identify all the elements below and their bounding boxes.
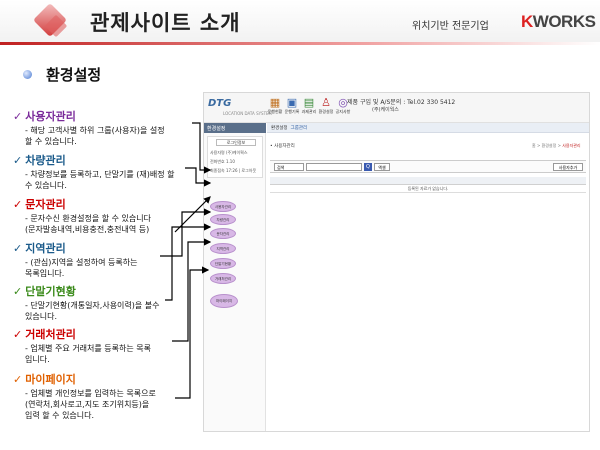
menu-my-page[interactable]: 마이페이지: [210, 294, 238, 308]
toolbar-task[interactable]: ▤과제관리: [301, 96, 317, 114]
dtg-logo-sub: LOCATION DATA SYSTEM: [223, 111, 273, 116]
login-info-box: 로그인정보 사용자명 (주)케이웍스 전화번호 1.10 최종접속 17:26 …: [207, 136, 263, 178]
search-button[interactable]: Q: [364, 163, 372, 171]
chart-icon: ▤: [303, 96, 315, 109]
app-screenshot: DTG LOCATION DATA SYSTEM ▦운행현황 ▣운행기록 ▤과제…: [203, 92, 590, 432]
item-vehicle-management: ✓차량관리 - 차량정보를 등록하고, 단말기를 (재)배정 할 수 있습니다.: [13, 152, 203, 191]
page-title: 관제사이트 소개: [90, 11, 241, 35]
sidebar-header: 환경설정: [204, 123, 266, 133]
check-icon: ✓: [13, 197, 23, 211]
monitor-icon: ▣: [286, 96, 298, 109]
item-title: 단말기현황: [25, 285, 76, 298]
check-icon: ✓: [13, 372, 23, 386]
content-title: • 사용자관리: [270, 144, 295, 149]
empty-table-message: 등록된 자료가 없습니다.: [270, 185, 586, 193]
toolbar-notice[interactable]: ◎공지사항: [335, 96, 351, 114]
user-icon: ♙: [321, 96, 331, 109]
item-terminal-status: ✓단말기현황 - 단말기현황(개통일자,사용이력)을 볼수 있습니다.: [13, 283, 203, 322]
header-band: [0, 0, 600, 42]
app-sidebar: 환경설정 로그인정보 사용자명 (주)케이웍스 전화번호 1.10 최종접속 1…: [204, 123, 266, 431]
item-title: 차량관리: [25, 154, 66, 167]
search-type-select[interactable]: 검색: [274, 163, 304, 171]
company-tagline: 위치기반 전문기업: [412, 21, 489, 32]
toolbar-driving-record[interactable]: ▣운행기록: [284, 96, 300, 114]
check-icon: ✓: [13, 284, 23, 298]
item-title: 거래처관리: [25, 328, 76, 341]
check-icon: ✓: [13, 241, 23, 255]
item-desc: - 차량정보를 등록하고, 단말기를 (재)배정 할 수 있습니다.: [25, 170, 175, 190]
toolbar-driving-status[interactable]: ▦운행현황: [267, 96, 283, 114]
item-my-page: ✓마이페이지 - 업체별 개인정보를 입력하는 목록으로 (연락처,회사로고,지…: [13, 371, 203, 421]
menu-sms-management[interactable]: 문자관리: [210, 228, 236, 239]
excel-button[interactable]: 엑셀: [374, 163, 390, 171]
check-icon: ✓: [13, 327, 23, 341]
toolbar-settings[interactable]: ♙환경설정: [318, 96, 334, 114]
check-icon: ✓: [13, 153, 23, 167]
item-desc: - 업체별 주요 거래처를 등록하는 목록 입니다.: [25, 344, 152, 364]
menu-user-management[interactable]: 사용자관리: [210, 201, 236, 212]
dtg-logo: DTG: [208, 98, 232, 109]
check-icon: ✓: [13, 109, 23, 123]
tab-group-management[interactable]: 그룹관리: [290, 126, 308, 131]
item-sms-management: ✓문자관리 - 문자수신 환경설정을 할 수 있습니다 (문자발송내역,비용충전…: [13, 196, 203, 235]
search-icon: ◎: [338, 96, 348, 109]
kworks-logo: KWORKS: [521, 12, 596, 31]
breadcrumb: 홈 > 환경설정 > 사용자관리: [532, 143, 581, 148]
folder-icon: ▦: [269, 96, 281, 109]
item-desc: - 문자수신 환경설정을 할 수 있습니다 (문자발송내역,비용충전,충전내역 …: [25, 214, 152, 234]
item-title: 지역관리: [25, 242, 66, 255]
item-area-management: ✓지역관리 - (관심)지역을 설정하여 등록하는 목록입니다.: [13, 240, 203, 279]
menu-area-management[interactable]: 지역관리: [210, 243, 236, 254]
item-desc: - 업체별 개인정보를 입력하는 목록으로 (연락처,회사로고,지도 조기위치등…: [25, 389, 156, 420]
section-title: 환경설정: [46, 66, 102, 84]
search-input[interactable]: [306, 163, 362, 171]
item-client-management: ✓거래처관리 - 업체별 주요 거래처를 등록하는 목록 입니다.: [13, 326, 203, 365]
menu-client-management[interactable]: 거래처관리: [210, 273, 236, 284]
section-bullet-icon: [23, 70, 32, 79]
item-desc: - 단말기현황(개통일자,사용이력)을 볼수 있습니다.: [25, 301, 160, 321]
contact-phone: 제품 구입 및 A/S문의 : Tel.02 330 5412: [347, 99, 456, 106]
item-desc: - 해당 고객사별 하위 그룹(사용자)을 설정 할 수 있습니다.: [25, 126, 165, 146]
item-title: 사용자관리: [25, 110, 76, 123]
item-user-management: ✓사용자관리 - 해당 고객사별 하위 그룹(사용자)을 설정 할 수 있습니다…: [13, 108, 203, 147]
item-title: 문자관리: [25, 198, 66, 211]
app-topbar: DTG LOCATION DATA SYSTEM ▦운행현황 ▣운행기록 ▤과제…: [204, 93, 589, 123]
search-bar: 검색 Q 엑셀 사용자추가: [270, 160, 586, 173]
menu-terminal-status[interactable]: 단말기현황: [210, 258, 236, 269]
header-divider: [0, 42, 600, 45]
table-header: [270, 177, 586, 185]
item-title: 마이페이지: [25, 373, 76, 386]
add-user-button[interactable]: 사용자추가: [553, 163, 583, 171]
menu-vehicle-management[interactable]: 차량관리: [210, 214, 236, 225]
item-desc: - (관심)지역을 설정하여 등록하는 목록입니다.: [25, 258, 138, 278]
company-name: (주)케이웍스: [372, 107, 399, 113]
